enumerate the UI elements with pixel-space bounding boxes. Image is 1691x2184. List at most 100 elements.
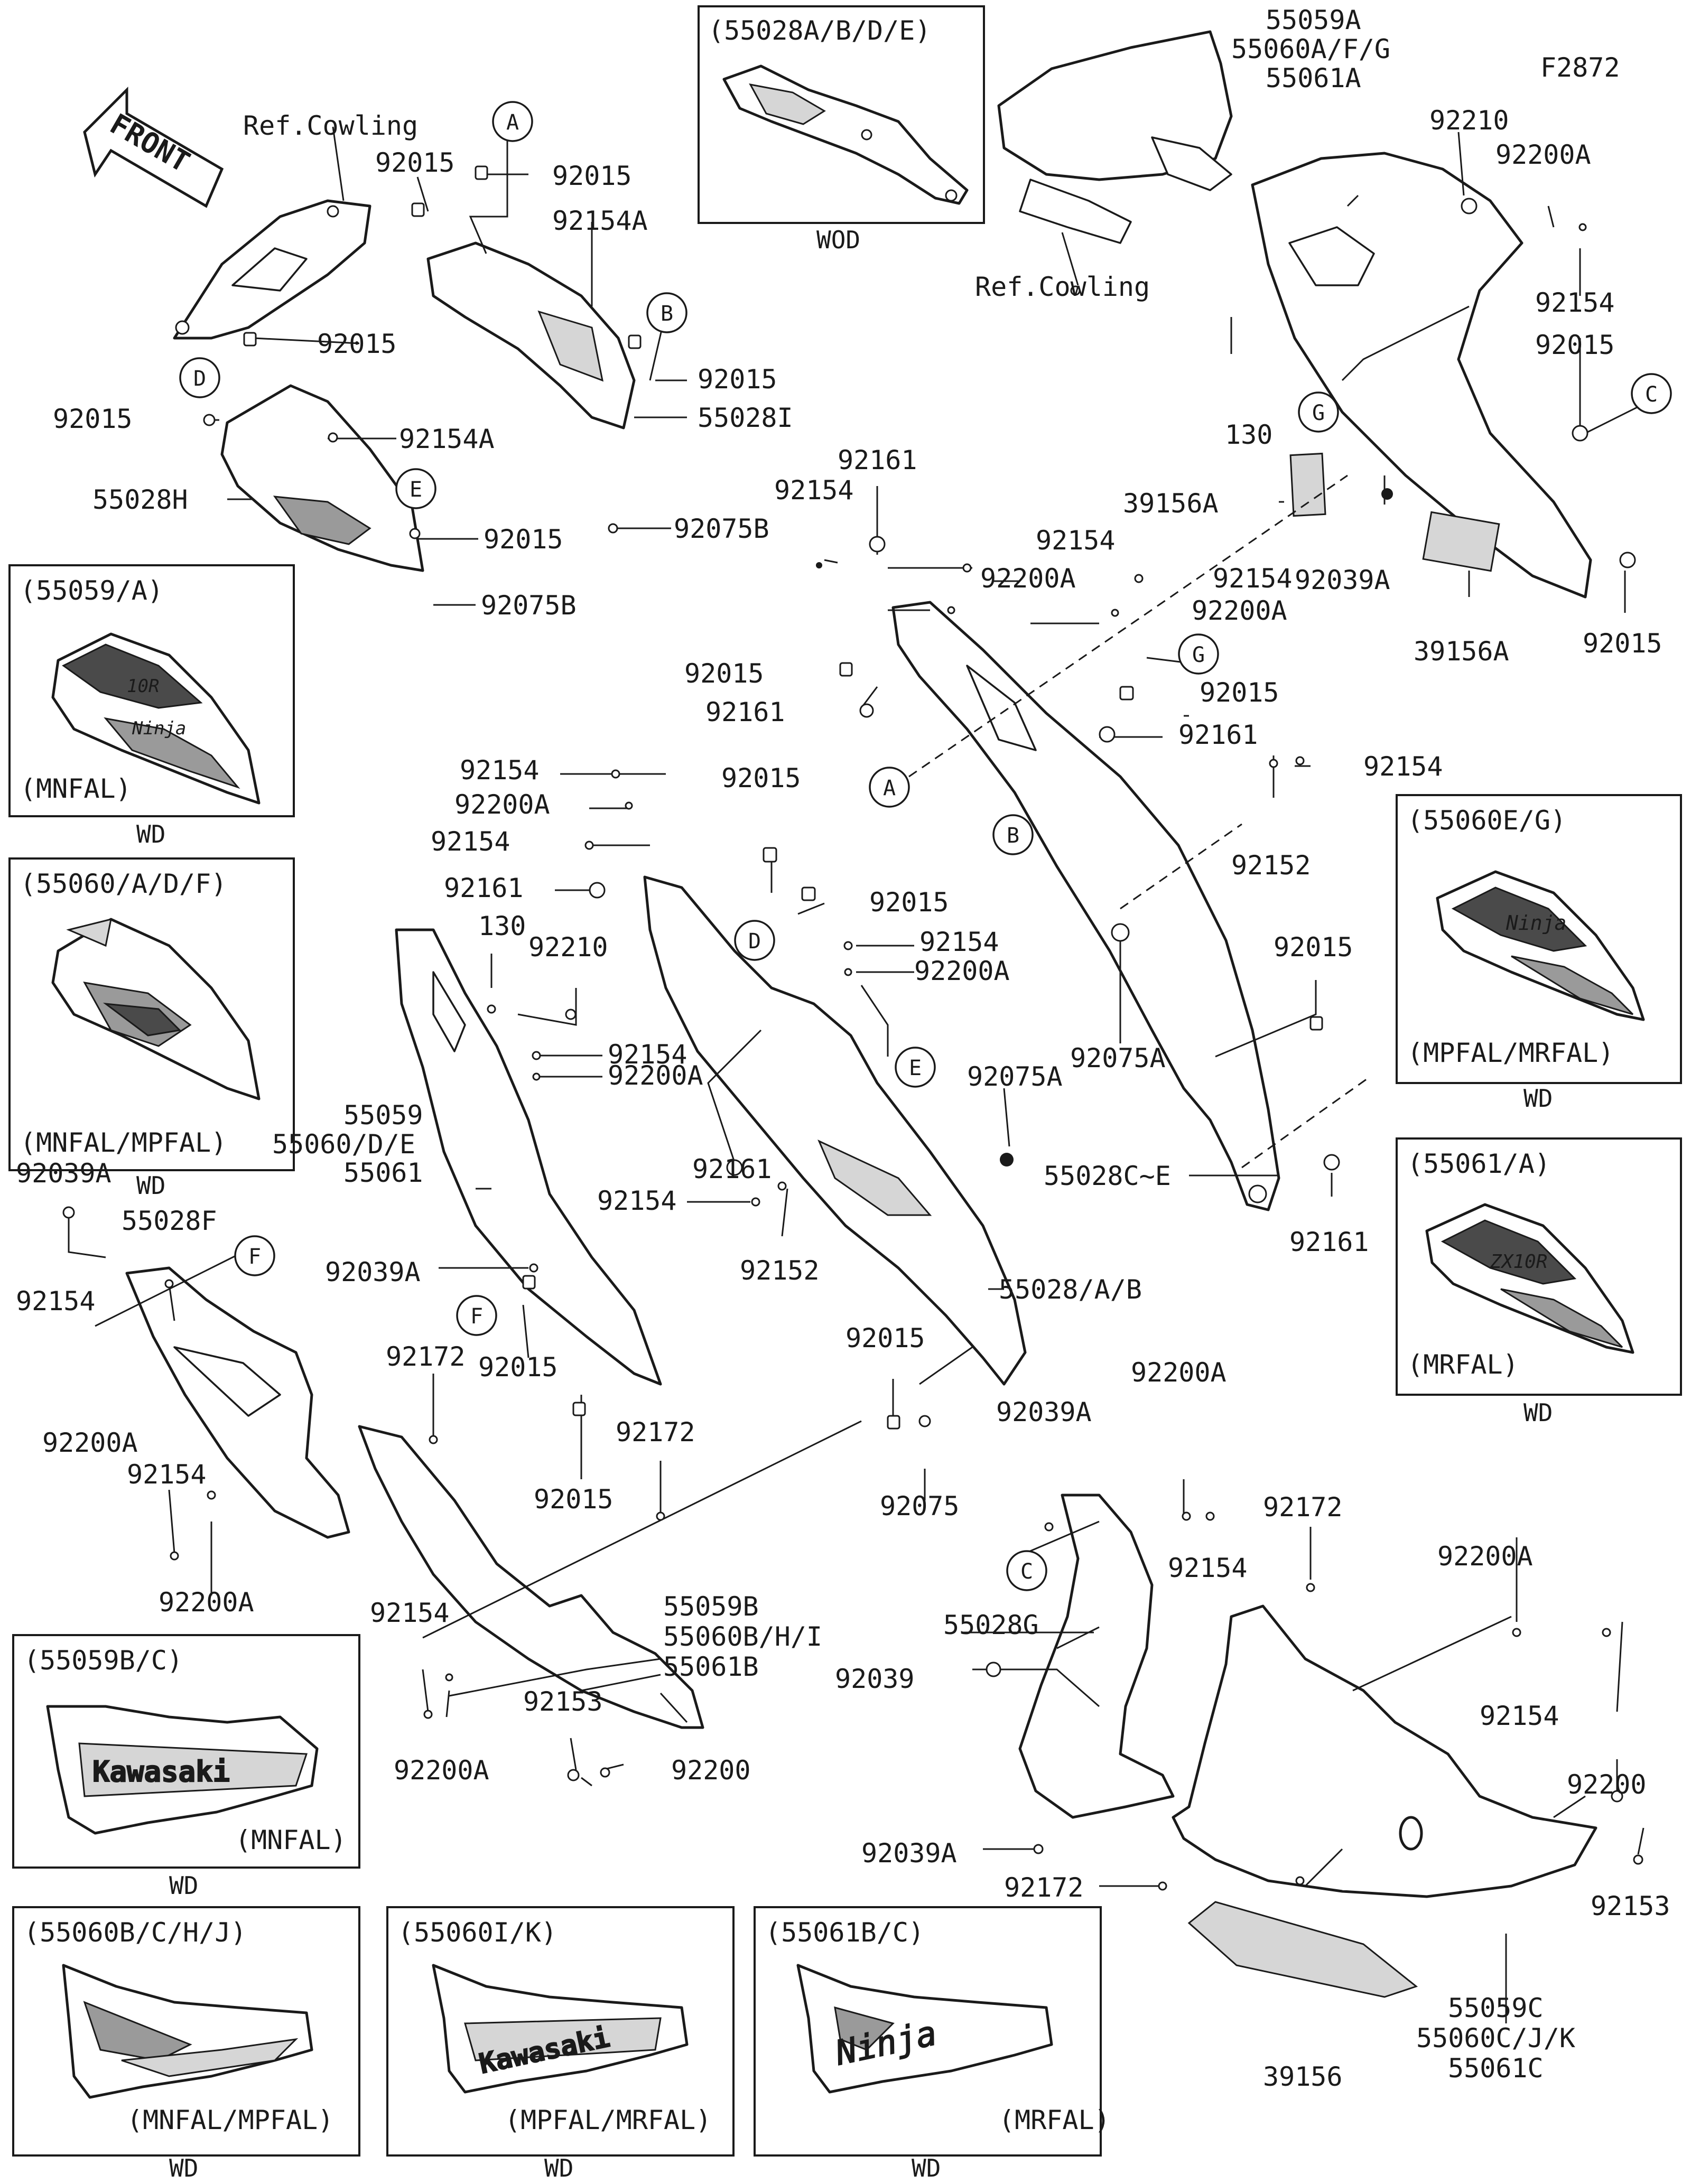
label-55060AFG: 55060A/F/G [1231, 34, 1390, 64]
label-55028F: 55028F [122, 1206, 217, 1236]
inset-caption: WD [1523, 1084, 1553, 1113]
inset-caption: WD [169, 2154, 198, 2182]
label-92154: 92154 [1363, 751, 1443, 782]
label-92015: 92015 [317, 329, 397, 359]
inset-note: (MNFAL/MPFAL) [20, 1127, 227, 1158]
label-92154A: 92154A [399, 424, 495, 454]
inset-note: (MPFAL/MRFAL) [505, 2105, 711, 2135]
inset-part-drawing [51, 918, 261, 1100]
decal-logo: ZX10R [1490, 1251, 1547, 1273]
callout-d-mid: D [734, 920, 775, 961]
label-92015: 92015 [1200, 677, 1279, 708]
inset-title: (55059B/C) [24, 1645, 183, 1676]
inset-caption: WD [136, 1171, 165, 1200]
label-92015: 92015 [721, 763, 801, 794]
label-92075B: 92075B [481, 590, 577, 621]
label-92200A: 92200A [1437, 1541, 1533, 1572]
label-92015: 92015 [534, 1484, 614, 1515]
label-92172: 92172 [616, 1417, 695, 1448]
label-92015: 92015 [478, 1352, 558, 1383]
label-92154: 92154 [1036, 525, 1116, 556]
inset-note: (MNFAL/MPFAL) [127, 2105, 333, 2135]
label-92154: 92154 [919, 927, 999, 957]
label-92200A: 92200A [394, 1755, 489, 1786]
label-92152: 92152 [740, 1255, 820, 1286]
inset-55060EG: (55060E/G) Ninja (MPFAL/MRFAL) WD [1396, 794, 1682, 1113]
part-55059 [395, 928, 662, 1386]
label-92154: 92154 [1213, 563, 1293, 594]
inset-caption: WD [912, 2154, 941, 2182]
part-55028F [125, 1266, 350, 1539]
label-55028AB: 55028/A/B [999, 1274, 1142, 1305]
label-92161: 92161 [1289, 1227, 1369, 1257]
callout-b-top: B [646, 292, 687, 333]
label-55059B: 55059B [663, 1591, 759, 1622]
label-92154: 92154 [127, 1459, 207, 1490]
label-92015: 92015 [1583, 628, 1662, 659]
svg-text:C: C [1020, 1560, 1033, 1584]
label-130: 130 [1225, 419, 1272, 450]
inset-part-drawing: Ninja [1436, 870, 1645, 1021]
inset-55060IK: (55060I/K) Kawasaki (MPFAL/MRFAL) WD [386, 1906, 735, 2182]
inset-caption: WD [544, 2154, 573, 2182]
part-55028I [426, 241, 636, 430]
callout-e-left: E [395, 468, 436, 509]
label-92161: 92161 [838, 445, 917, 475]
label-92015: 92015 [846, 1323, 925, 1354]
inset-part-drawing: Kawasaki [46, 1705, 319, 1835]
label-92039A: 92039A [861, 1838, 957, 1869]
label-92154: 92154 [597, 1186, 677, 1216]
decal-logo: Ninja [132, 718, 186, 739]
inset-55060ADF: (55060/A/D/F) (MNFAL/MPFAL) WD [8, 857, 295, 1200]
part-39156 [1187, 1901, 1418, 1998]
inset-title: (55060/A/D/F) [20, 869, 227, 899]
inset-caption: WD [1523, 1398, 1553, 1427]
label-92154: 92154 [460, 755, 540, 786]
label-92200A: 92200A [1131, 1357, 1227, 1388]
callout-b-mid: B [992, 814, 1034, 855]
callout-g-right: G [1298, 391, 1339, 433]
label-92161: 92161 [705, 697, 785, 727]
label-55061A: 55061A [1266, 63, 1361, 94]
label-55028I: 55028I [698, 403, 793, 433]
fasteners [62, 165, 1643, 1891]
part-55028AB [643, 875, 1027, 1386]
upper-cowling [997, 30, 1233, 244]
inset-note: (MRFAL) [999, 2105, 1110, 2135]
inset-part-drawing [62, 1964, 313, 2099]
callout-c-lower: C [1006, 1550, 1047, 1591]
label-92200A: 92200A [1495, 139, 1591, 170]
callout-a-top: A [492, 101, 533, 142]
label-92200A: 92200A [914, 956, 1010, 986]
callout-d-left: D [179, 357, 220, 398]
label-92161: 92161 [444, 873, 524, 903]
label-92200: 92200 [671, 1755, 751, 1786]
front-arrow: FRONT [83, 86, 224, 208]
inset-part-drawing: Ninja [796, 1964, 1053, 2094]
inset-title: (55060B/C/H/J) [24, 1917, 246, 1948]
decal-logo: Ninja [1506, 911, 1566, 935]
label-92075B: 92075B [674, 514, 769, 544]
inset-55059A: (55059/A) 10R Ninja (MNFAL) WD [8, 564, 295, 848]
label-92200A: 92200A [42, 1427, 138, 1458]
inset-caption: WD [136, 820, 165, 848]
label-92075A: 92075A [1070, 1043, 1166, 1074]
label-55061B: 55061B [663, 1651, 759, 1682]
inset-title: (55060I/K) [398, 1917, 557, 1948]
label-55028CE: 55028C~E [1044, 1161, 1171, 1191]
inset-part-drawing [722, 64, 969, 205]
label-92200A: 92200A [454, 789, 550, 820]
inset-part-drawing: Kawasaki [432, 1964, 689, 2094]
ref-cowling-label: Ref.Cowling [243, 110, 418, 141]
label-92015: 92015 [1535, 330, 1615, 360]
label-55028H: 55028H [92, 484, 188, 515]
inset-55028ABDE: (55028A/B/D/E) WOD [698, 5, 985, 254]
part-55028CE [891, 601, 1280, 1211]
inset-note: (MNFAL) [235, 1825, 347, 1855]
callout-e-mid: E [895, 1047, 936, 1088]
label-92200: 92200 [1567, 1769, 1647, 1800]
inset-55061BC: (55061B/C) Ninja (MRFAL) WD [754, 1906, 1110, 2182]
inset-title: (55061B/C) [765, 1917, 924, 1948]
label-92039: 92039 [835, 1664, 915, 1694]
svg-text:C: C [1645, 382, 1658, 407]
